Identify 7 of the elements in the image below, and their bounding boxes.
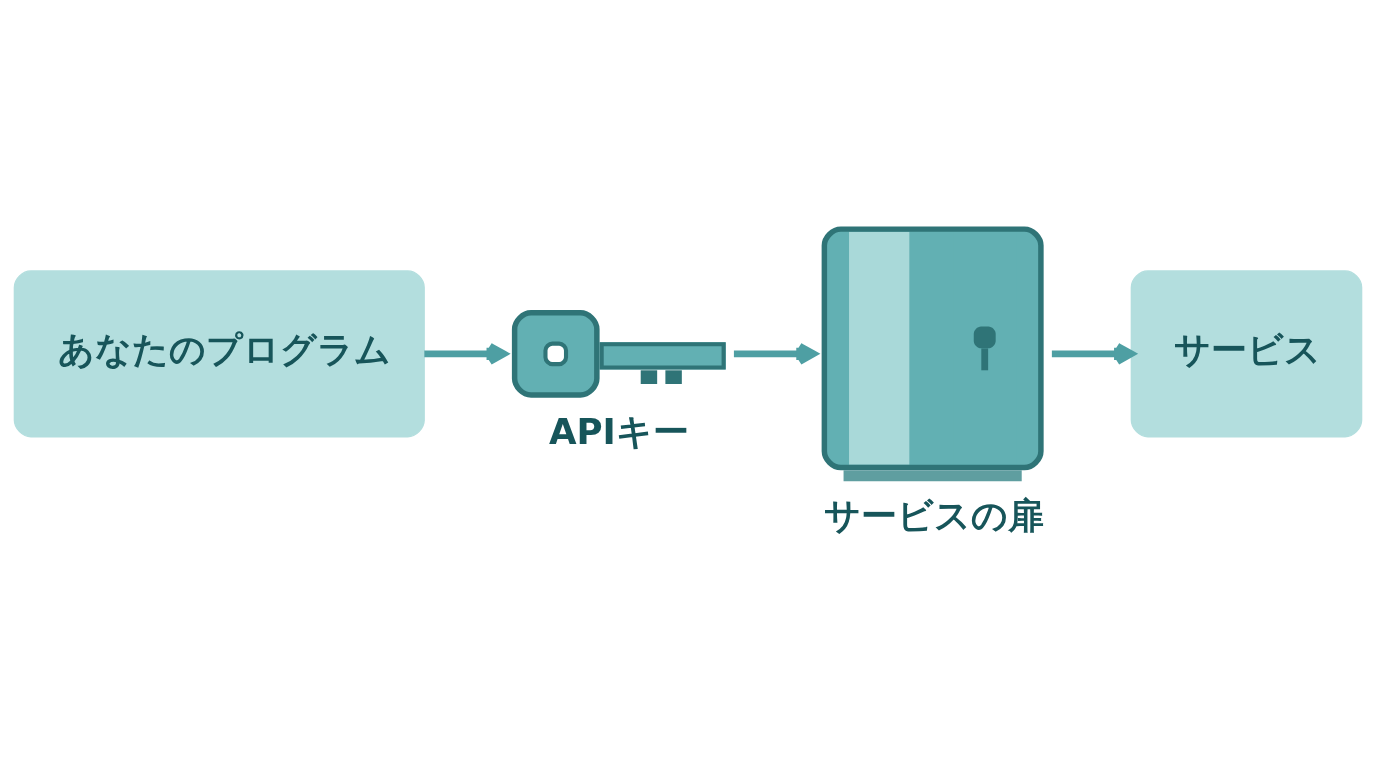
- node-label: APIキー: [548, 411, 689, 453]
- arrow: [1051, 342, 1135, 365]
- arrow: [733, 342, 818, 365]
- node-box: サービス: [1130, 270, 1363, 438]
- node-box: あなたのプログラム: [13, 270, 425, 438]
- arrow: [424, 342, 508, 365]
- node-label: サービスの扉: [824, 494, 1045, 536]
